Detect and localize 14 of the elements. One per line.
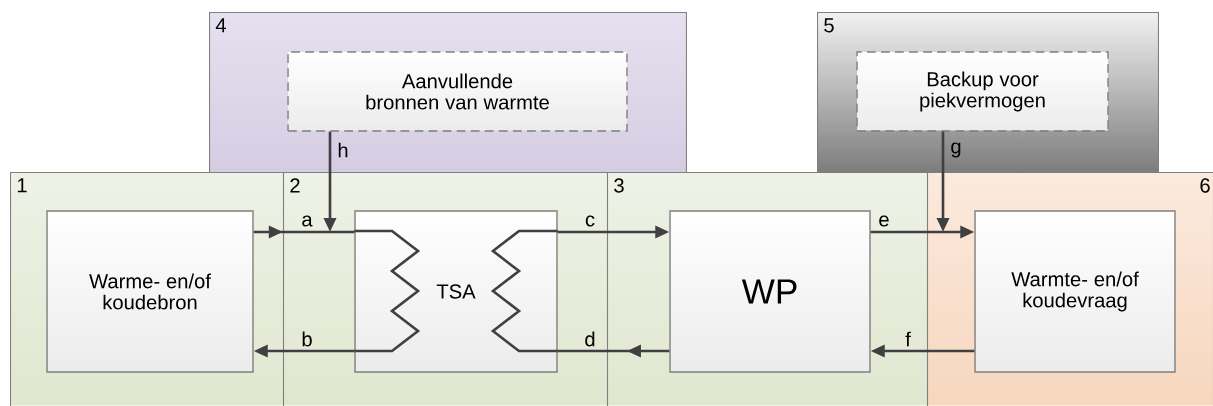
edge-label: d — [585, 331, 595, 347]
edge-label: a — [302, 215, 313, 227]
edge-label: c — [585, 215, 595, 227]
edge-label: f — [905, 331, 911, 347]
process-box: WP — [669, 210, 871, 373]
dashed-box: Backup voor piekvermogen — [856, 51, 1109, 132]
process-box: Warme- en/of koudebron — [46, 210, 254, 373]
edge-label: h — [338, 142, 348, 158]
dashed-box: Aanvullende bronnen van warmte — [287, 51, 628, 132]
process-box: TSA — [354, 210, 558, 373]
edge-label: e — [879, 215, 889, 227]
process-box: Warmte- en/of koudevraag — [974, 210, 1176, 373]
edge-label: g — [951, 142, 961, 158]
edge-label: b — [302, 331, 312, 347]
